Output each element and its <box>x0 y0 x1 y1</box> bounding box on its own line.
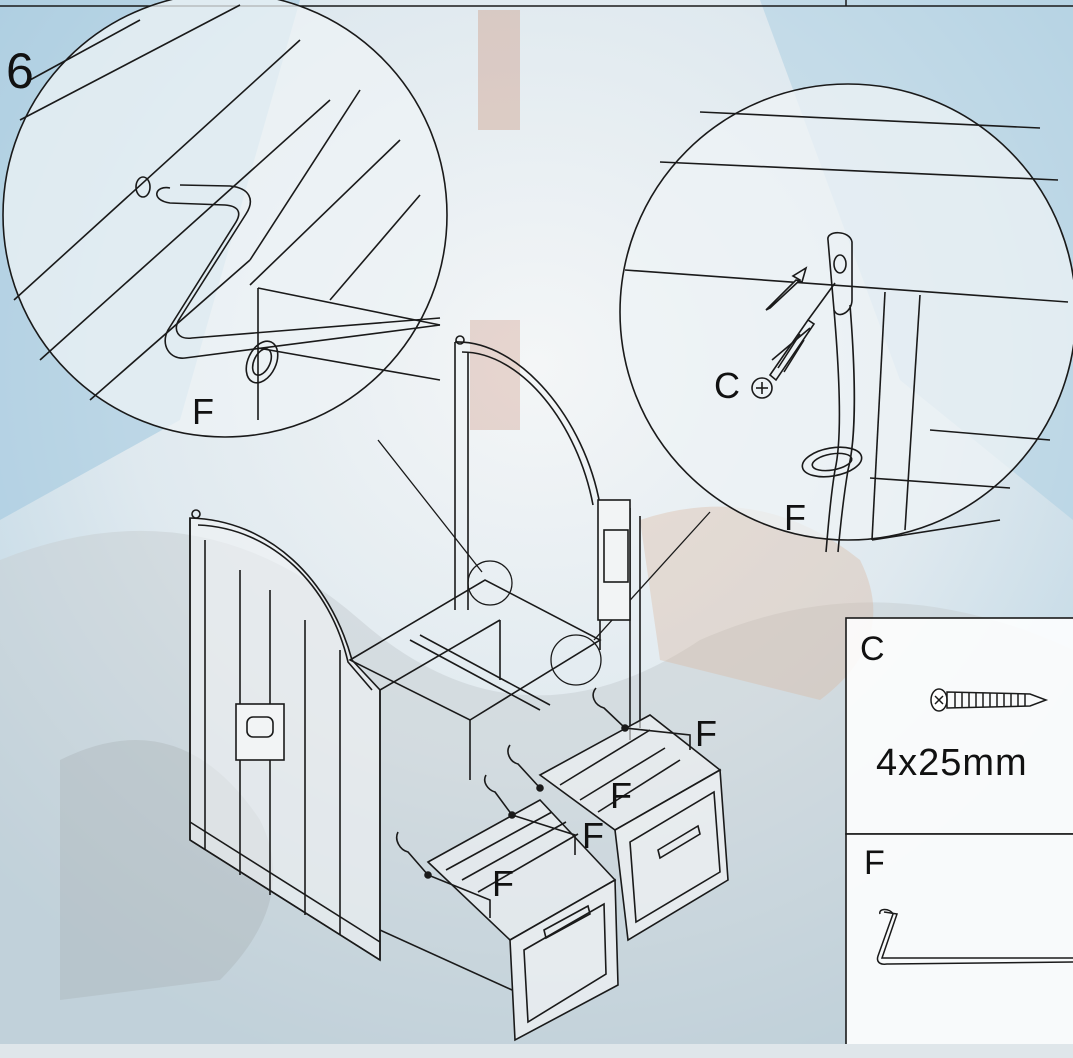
rod-icon <box>876 908 1073 965</box>
parts-panel-frame <box>845 617 1073 1044</box>
rod-label: F <box>582 815 604 856</box>
part-c-letter: C <box>860 630 885 668</box>
screw-icon <box>930 688 1049 712</box>
left-detail-rod-label: F <box>192 391 214 432</box>
step-number: 6 <box>6 43 34 99</box>
cabinet-drawing <box>189 335 729 1042</box>
part-f-letter: F <box>864 844 885 882</box>
right-detail-screw-label: C <box>714 365 740 406</box>
right-detail-rod-label: F <box>784 497 806 538</box>
parts-panel: C 4x25mm F <box>846 618 1073 1058</box>
rod-label: F <box>492 863 514 904</box>
left-detail-circle <box>2 0 448 438</box>
rod-label: F <box>695 713 717 754</box>
rod-label: F <box>610 775 632 816</box>
right-detail-circle <box>619 83 1073 553</box>
part-c-size: 4x25mm <box>876 742 1028 784</box>
